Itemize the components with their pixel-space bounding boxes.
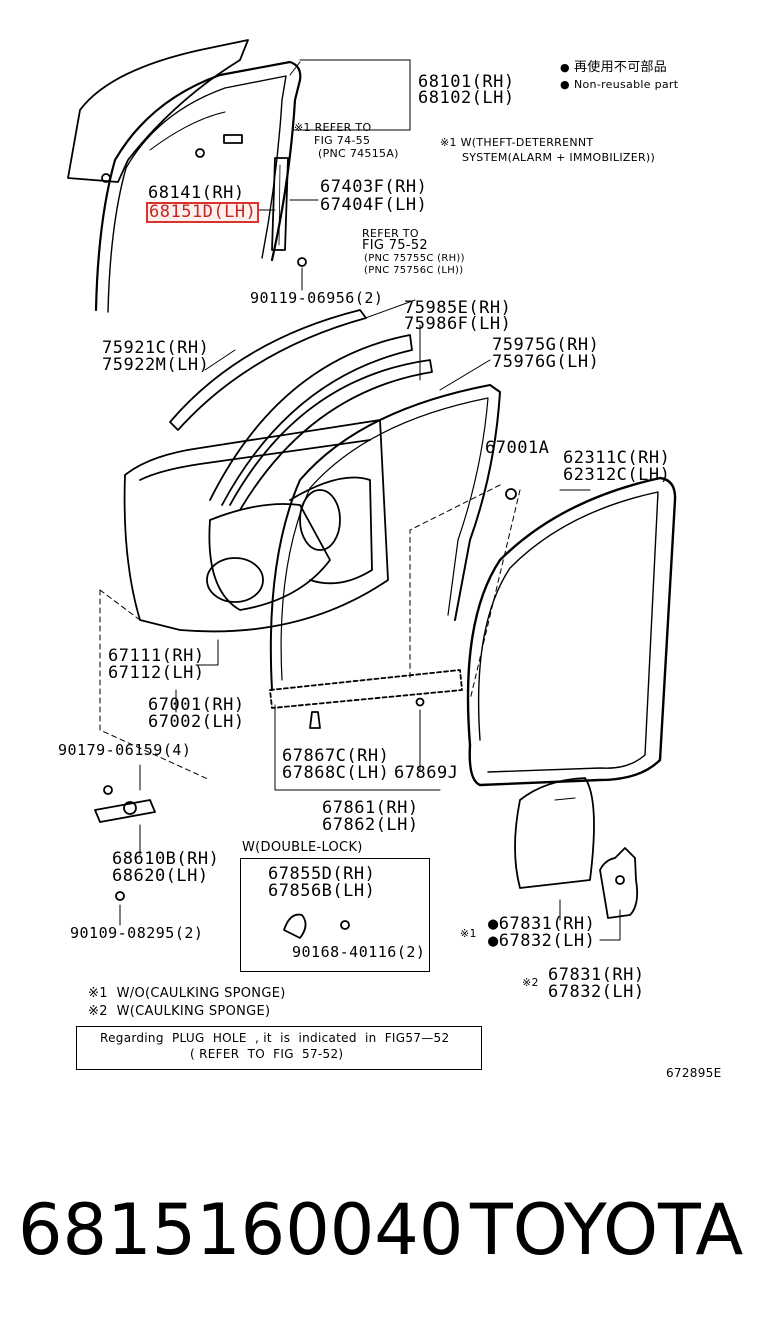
label-div-rh: 67403F(RH) (320, 177, 428, 197)
label-run-rh: 68141(RH) (148, 183, 245, 203)
label-weather-lh: 75922M(LH) (102, 355, 210, 375)
label-dl-rh: 67855D(RH) (268, 864, 376, 884)
label-belt-lh: 75976G(LH) (492, 352, 600, 372)
legend-bullet-1: ● (560, 61, 570, 74)
legend-reuse-en: Non-reusable part (574, 78, 679, 91)
label-dl-screw: 90168-40116(2) (292, 943, 426, 961)
label-dl-lh: 67856B(LH) (268, 881, 376, 901)
label-panel-rh: 67001(RH) (148, 695, 245, 715)
label-dl-title: W(DOUBLE-LOCK) (242, 840, 363, 855)
label-refer-b3: (PNC 75755C (RH)) (364, 253, 465, 264)
label-weather-rh: 75921C(RH) (102, 338, 210, 358)
belt-moulding (209, 334, 413, 506)
double-lock-box (240, 858, 430, 972)
label-run-lh-highlighted[interactable]: 68151D(LH) (146, 202, 260, 223)
label-clip-2: 67869J (394, 763, 459, 783)
label-theft-2: SYSTEM(ALARM + IMMOBILIZER)) (462, 151, 656, 164)
label-hinge-lh: 67112(LH) (108, 663, 205, 683)
label-refer-a3: (PNC 74515A) (318, 147, 399, 160)
brand-name: TOYOTA (470, 1189, 744, 1271)
door-inner-panel (123, 419, 389, 633)
plug-hole-note-box (76, 1026, 482, 1070)
label-refer-b2: FIG 75-52 (362, 238, 428, 253)
service-hole-cover (514, 777, 595, 889)
label-refer-a2: FIG 74-55 (314, 134, 371, 147)
label-note-2: ※2 W(CAULKING SPONGE) (88, 1004, 271, 1019)
door-glass (67, 39, 249, 183)
label-film-mark2: ※2 (522, 976, 539, 989)
label-check-rh: 68610B(RH) (112, 849, 220, 869)
label-theft-1: ※1 W(THEFT-DETERRENNT (440, 136, 594, 149)
door-check (94, 799, 156, 823)
glass-run (94, 60, 302, 312)
label-wst2-rh: 67861(RH) (322, 798, 419, 818)
label-bolt-2: 90109-08295(2) (70, 924, 204, 942)
label-wst-lh: 67868C(LH) (282, 763, 390, 783)
label-panel-lh: 67002(LH) (148, 712, 245, 732)
label-div-lh: 67404F(LH) (320, 195, 428, 215)
label-film2-rh: 67831(RH) (548, 965, 645, 985)
label-wst2-lh: 67862(LH) (322, 815, 419, 835)
label-film-mark1: ※1 (460, 927, 477, 940)
label-film-lh: ●67832(LH) (488, 931, 596, 951)
division-bar (271, 157, 289, 251)
label-mould-lh: 75986F(LH) (404, 314, 512, 334)
part-number: 6815160040 (18, 1189, 464, 1271)
label-screw-1: 90119-06956(2) (250, 289, 384, 307)
label-belt-rh: 75975G(RH) (492, 335, 600, 355)
door-weatherstrip (466, 476, 677, 787)
legend-reuse-cn: 再使用不可部品 (574, 60, 668, 75)
label-refer-b1: REFER TO (362, 227, 419, 240)
outer-weatherstrip (169, 309, 367, 431)
label-glass-rh: 68101(RH) (418, 72, 515, 92)
label-bolt-1: 90179-06159(4) (58, 741, 192, 759)
note-box-line-1: Regarding PLUG HOLE , it is indicated in… (100, 1031, 450, 1045)
note-box-line-2: ( REFER TO FIG 57-52) (190, 1047, 344, 1061)
label-refer-a1: ※1 REFER TO (294, 121, 372, 134)
label-hinge-rh: 67111(RH) (108, 646, 205, 666)
label-note-1: ※1 W/O(CAULKING SPONGE) (88, 986, 286, 1001)
label-film2-lh: 67832(LH) (548, 982, 645, 1002)
parts-diagram: ● 再使用不可部品 ● Non-reusable part 68101(RH) … (58, 39, 722, 1080)
label-refer-b4: (PNC 75756C (LH)) (364, 265, 464, 276)
label-wst-rh: 67867C(RH) (282, 746, 390, 766)
figure-code: 672895E (666, 1066, 722, 1080)
label-mould-rh: 75985E(RH) (404, 298, 512, 318)
label-seal-lh: 62312C(LH) (563, 465, 671, 485)
label-clip-1: 67001A (485, 438, 550, 458)
label-seal-rh: 62311C(RH) (563, 448, 671, 468)
legend-bullet-2: ● (560, 78, 570, 91)
label-glass-lh: 68102(LH) (418, 88, 515, 108)
label-check-lh: 68620(LH) (112, 866, 209, 886)
door-exploded-drawing (67, 39, 677, 941)
label-film-rh: ●67831(RH) (488, 914, 596, 934)
